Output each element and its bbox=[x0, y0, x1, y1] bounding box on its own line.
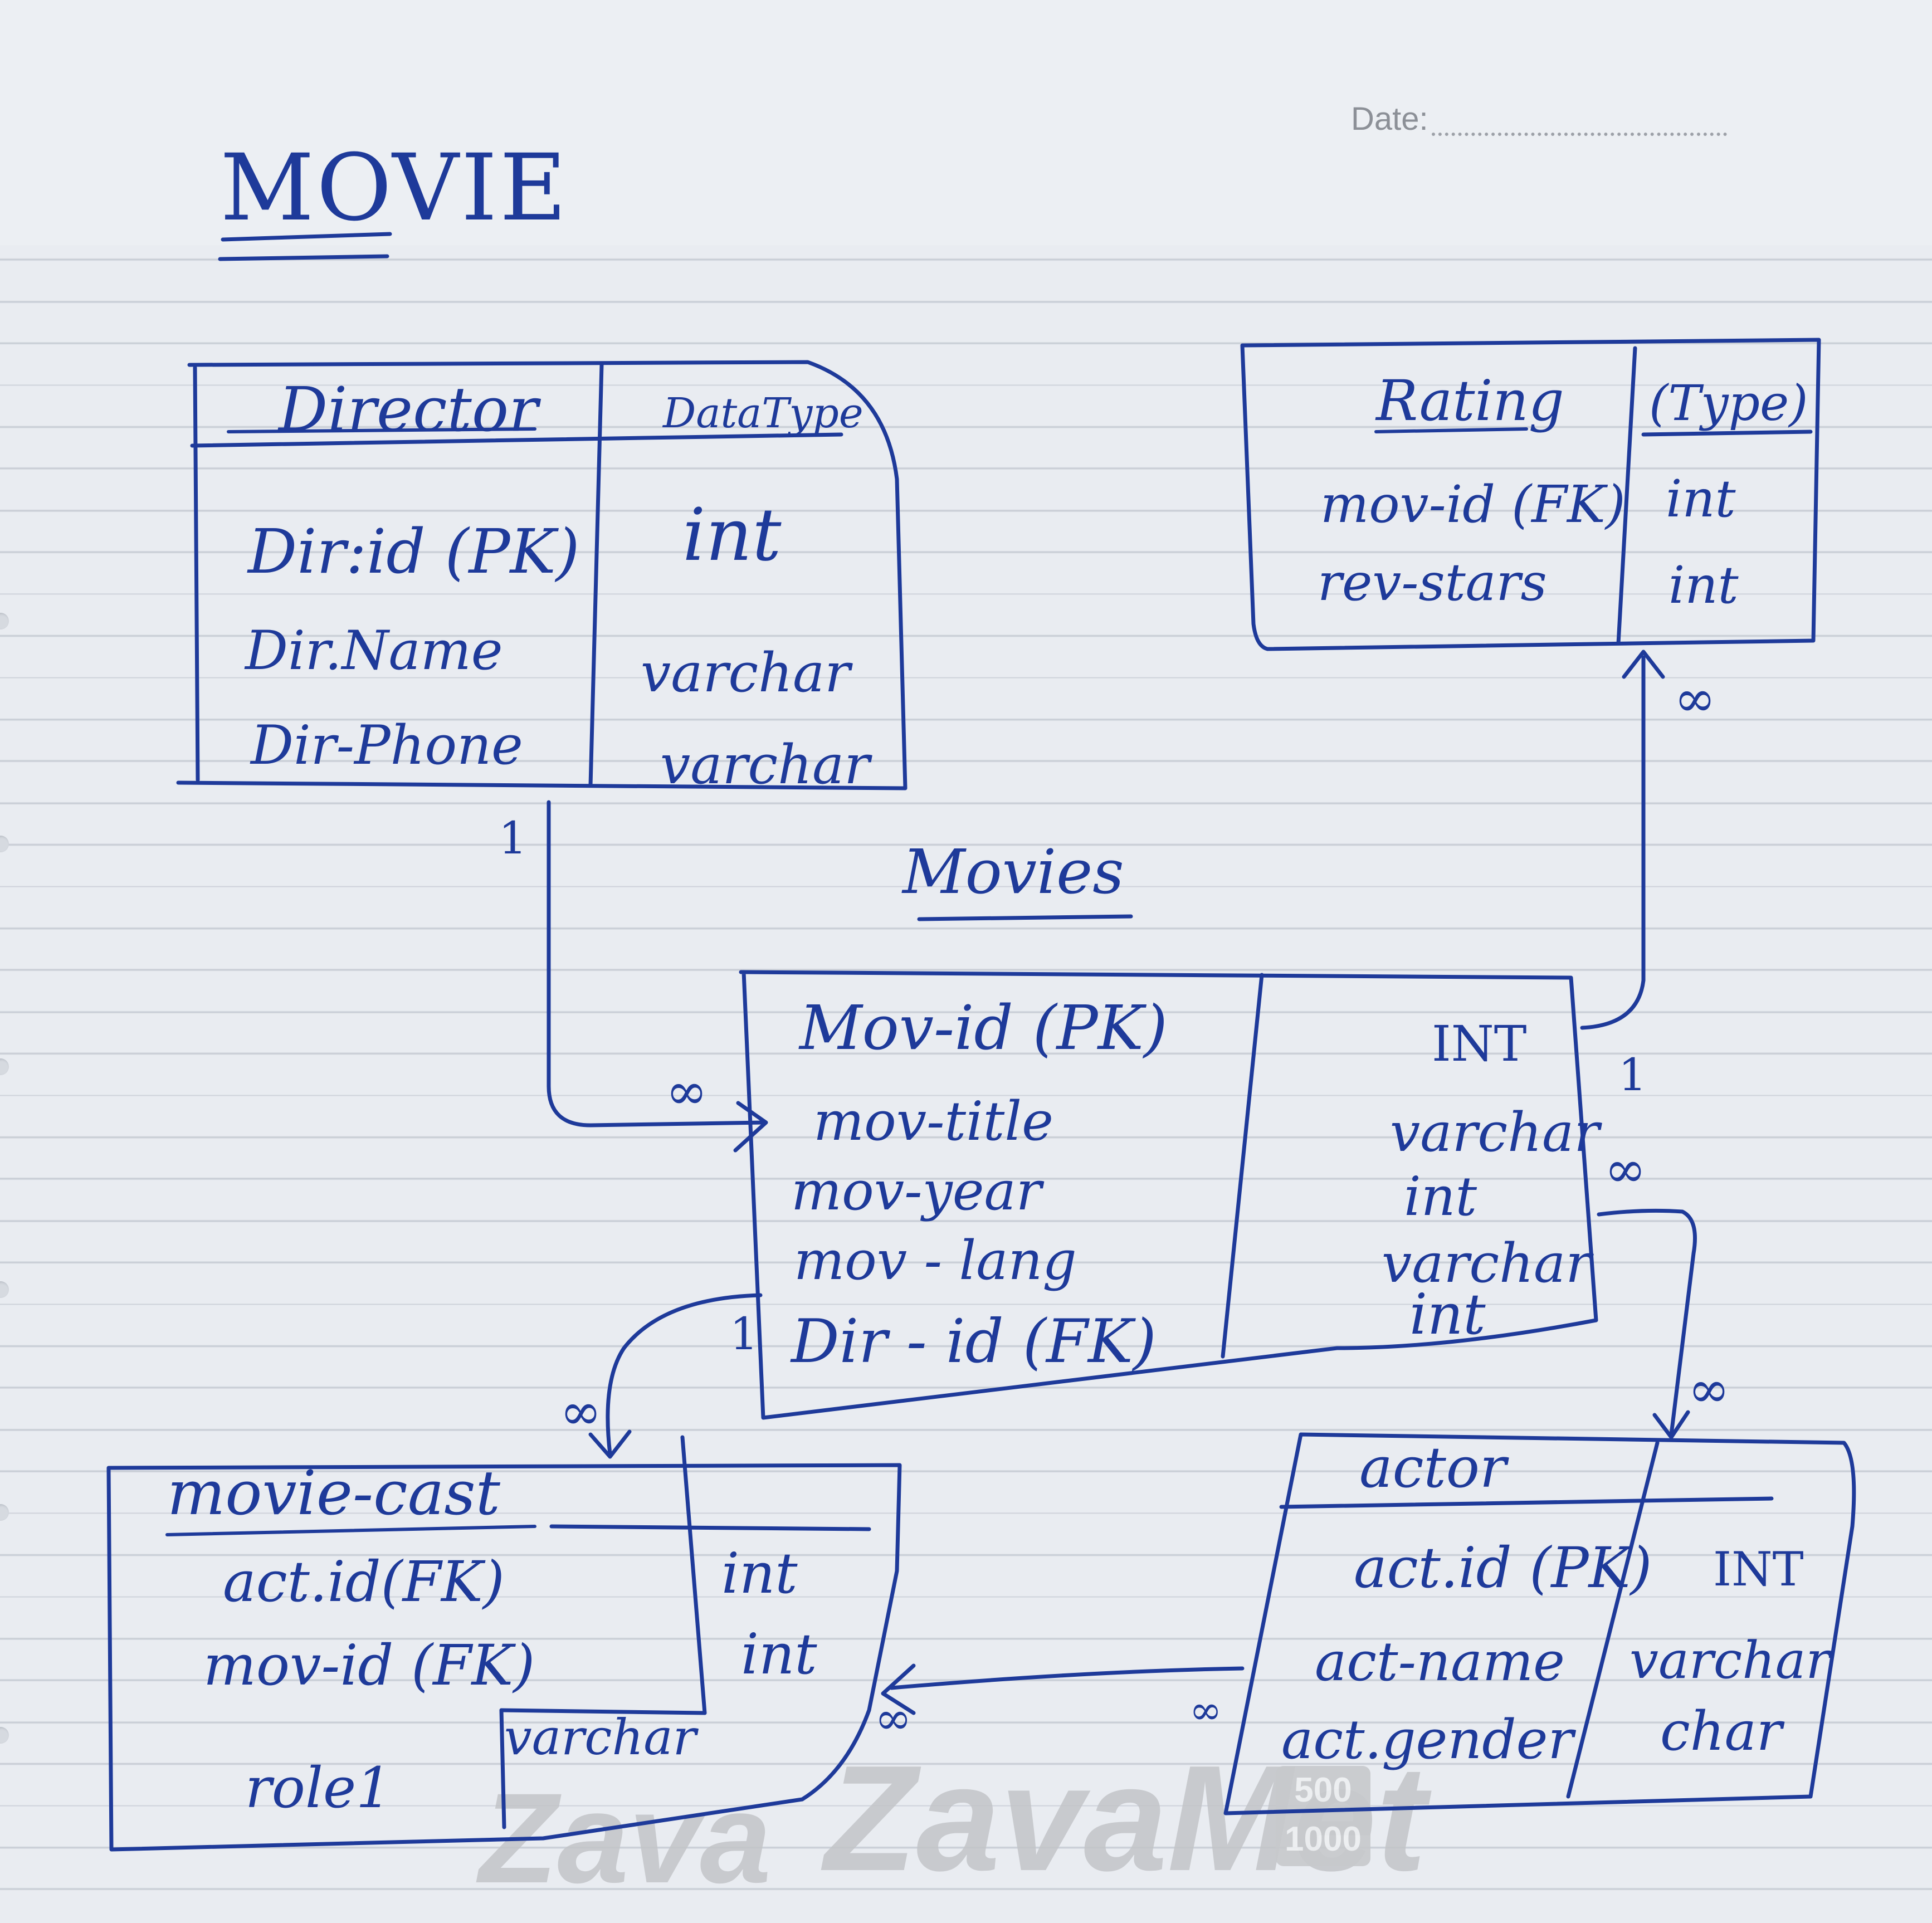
rating-table-title: Rating bbox=[1376, 368, 1564, 433]
binder-hole bbox=[0, 613, 9, 629]
cardinality-movies-one-to-rating: 1 bbox=[1618, 1049, 1647, 1101]
movie-cast-type-1: int bbox=[721, 1541, 798, 1606]
movies-type-2: varchar bbox=[1390, 1101, 1600, 1164]
cardinality-movies-many-from-director: ∞ bbox=[666, 1062, 708, 1121]
actor-table-title: actor bbox=[1359, 1435, 1506, 1500]
page-title: MOVIE bbox=[220, 134, 569, 241]
cardinality-rating-many: ∞ bbox=[1674, 670, 1716, 728]
movies-box-outline bbox=[739, 970, 1598, 1420]
movies-type-1: INT bbox=[1432, 1015, 1527, 1072]
movies-type-5: int bbox=[1409, 1282, 1486, 1347]
connector-movies-actor bbox=[1597, 1208, 1697, 1439]
movie-cast-box-outline bbox=[106, 1435, 902, 1852]
cardinality-director-one: 1 bbox=[499, 812, 527, 864]
cardinality-cast-many-from-actor: ∞ bbox=[875, 1692, 912, 1744]
paper-header-area bbox=[0, 0, 1932, 245]
movie-cast-field-2: mov-id (FK) bbox=[203, 1633, 535, 1698]
binder-hole bbox=[0, 1281, 9, 1298]
rating-field-2: rev-stars bbox=[1318, 553, 1547, 612]
actor-box-outline bbox=[1223, 1432, 1856, 1815]
actor-field-1: act.id (PK) bbox=[1354, 1535, 1652, 1600]
rating-field-1: mov-id (FK) bbox=[1320, 475, 1626, 534]
director-type-1: int bbox=[682, 492, 782, 577]
binder-hole bbox=[0, 836, 9, 852]
movie-cast-type-2: int bbox=[741, 1622, 817, 1687]
binder-hole bbox=[0, 1504, 9, 1521]
connector-movies-cast bbox=[588, 1293, 763, 1459]
director-type-header: DataType bbox=[663, 389, 863, 437]
cardinality-movies-many-to-actor: ∞ bbox=[1604, 1140, 1646, 1199]
movie-cast-type-3: varchar bbox=[504, 1709, 696, 1766]
cardinality-cast-many-from-movies: ∞ bbox=[560, 1383, 602, 1441]
director-field-2: Dir.Name bbox=[245, 619, 503, 682]
director-type-2: varchar bbox=[641, 642, 851, 704]
connector-movies-rating bbox=[1580, 650, 1665, 1030]
movies-field-2: mov-title bbox=[813, 1090, 1053, 1153]
director-field-1: Dir:id (PK) bbox=[248, 516, 580, 587]
director-field-3: Dir-Phone bbox=[251, 714, 523, 777]
movies-field-5: Dir - id (FK) bbox=[791, 1307, 1157, 1377]
director-type-3: varchar bbox=[660, 734, 870, 796]
movie-cast-table-title: movie-cast bbox=[167, 1457, 500, 1529]
movie-cast-field-1: act.id(FK) bbox=[223, 1549, 505, 1614]
date-line bbox=[1432, 133, 1727, 136]
cardinality-actor-many-to-cast: ∞ bbox=[1189, 1687, 1222, 1733]
director-table-title: Director bbox=[279, 374, 538, 445]
movies-type-4: varchar bbox=[1382, 1232, 1592, 1295]
movies-table-title: Movies bbox=[902, 836, 1124, 907]
actor-type-1: INT bbox=[1713, 1542, 1804, 1597]
movies-field-1: Mov-id (PK) bbox=[799, 992, 1168, 1063]
binder-hole bbox=[0, 1727, 9, 1744]
rating-type-header: (Type) bbox=[1649, 374, 1808, 432]
actor-field-3: act.gender bbox=[1281, 1709, 1574, 1771]
binder-hole bbox=[0, 1058, 9, 1075]
actor-field-2: act-name bbox=[1315, 1631, 1565, 1693]
director-box-outline bbox=[176, 360, 908, 790]
connector-director-movies bbox=[547, 800, 768, 1153]
actor-type-3: char bbox=[1660, 1700, 1782, 1763]
watermark-badge-bottom: 1000 bbox=[1285, 1820, 1362, 1858]
cardinality-actor-many-from-movies: ∞ bbox=[1688, 1360, 1730, 1419]
movies-field-3: mov-year bbox=[791, 1160, 1042, 1222]
watermark-badge-top: 500 bbox=[1294, 1771, 1352, 1809]
movies-type-3: int bbox=[1404, 1165, 1477, 1228]
cardinality-movies-one-to-cast: 1 bbox=[730, 1308, 758, 1360]
watermark-badge: 500 1000 bbox=[1276, 1766, 1370, 1866]
actor-type-2: varchar bbox=[1629, 1631, 1831, 1690]
rating-type-1: int bbox=[1666, 469, 1736, 529]
connector-actor-cast bbox=[881, 1663, 1245, 1715]
title-underlines bbox=[165, 232, 1528, 1536]
rating-box-outline bbox=[1240, 338, 1821, 651]
movie-cast-field-3: role1 bbox=[245, 1755, 392, 1820]
movies-field-4: mov - lang bbox=[794, 1229, 1077, 1292]
date-label: Date: bbox=[1351, 101, 1428, 137]
rating-type-2: int bbox=[1668, 555, 1739, 615]
